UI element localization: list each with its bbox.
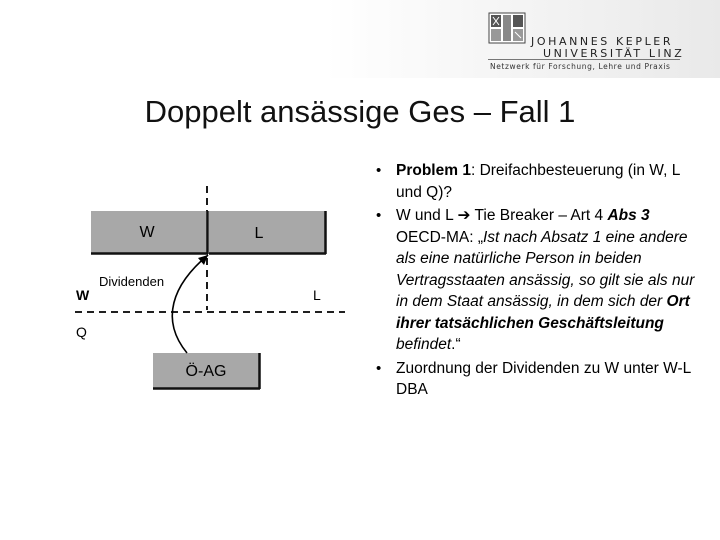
box-l (209, 211, 325, 253)
dividend-arrowhead-icon (198, 255, 208, 265)
bullet-problem-bold: Problem 1 (396, 162, 471, 179)
logo-text-line1: JOHANNES KEPLER (531, 35, 674, 48)
university-logo-icon (488, 12, 526, 44)
box-oeag-label: Ö-AG (186, 362, 227, 380)
dividenden-label: Dividenden (99, 274, 164, 289)
quote-text-bold: Ort ihrer tatsächlichen Geschäftsleitung (396, 293, 690, 332)
state-w-label: W (76, 287, 90, 303)
box-l-label: L (255, 225, 264, 242)
tie-breaker-abs: Abs 3 (607, 207, 650, 224)
slide-title: Doppelt ansässige Ges – Fall 1 (144, 94, 576, 129)
state-l-label: L (313, 287, 321, 303)
arrow-right-icon: ➔ (457, 206, 471, 224)
quote-open: „ (477, 228, 483, 246)
bullet-problem-text: : Dreifachbesteuerung (in W, L und Q)? (396, 162, 680, 201)
quote-text-1: Ist nach Absatz 1 eine andere als eine n… (396, 228, 695, 311)
bullet-zuordnung: Zuordnung der Dividenden zu W unter W-L … (371, 358, 696, 401)
dividend-flow-arrow (171, 254, 209, 354)
box-oeag (153, 353, 259, 388)
state-q-label: Q (76, 324, 87, 340)
box-w (91, 211, 207, 253)
logo-text-line2: UNIVERSITÄT LINZ (543, 47, 685, 60)
bullet-tie-breaker: W und L ➔ Tie Breaker – Art 4 Abs 3 OECD… (371, 205, 696, 356)
bullet-list: Problem 1: Dreifachbesteuerung (in W, L … (371, 160, 696, 403)
box-w-label: W (139, 224, 155, 241)
logo-divider (488, 59, 680, 60)
tie-breaker-post: OECD-MA: (396, 228, 478, 246)
bullet-zuordnung-text: Zuordnung der Dividenden zu W unter W-L … (396, 359, 691, 399)
header-band (0, 0, 720, 78)
tie-breaker-mid: Tie Breaker – Art 4 (470, 207, 608, 224)
bullet-problem: Problem 1: Dreifachbesteuerung (in W, L … (371, 160, 696, 203)
quote-close: .“ (451, 336, 461, 353)
tie-breaker-pre: W und L (396, 207, 458, 224)
logo-tagline: Netzwerk für Forschung, Lehre und Praxis (490, 62, 671, 71)
quote-text-2: befindet (396, 336, 452, 353)
